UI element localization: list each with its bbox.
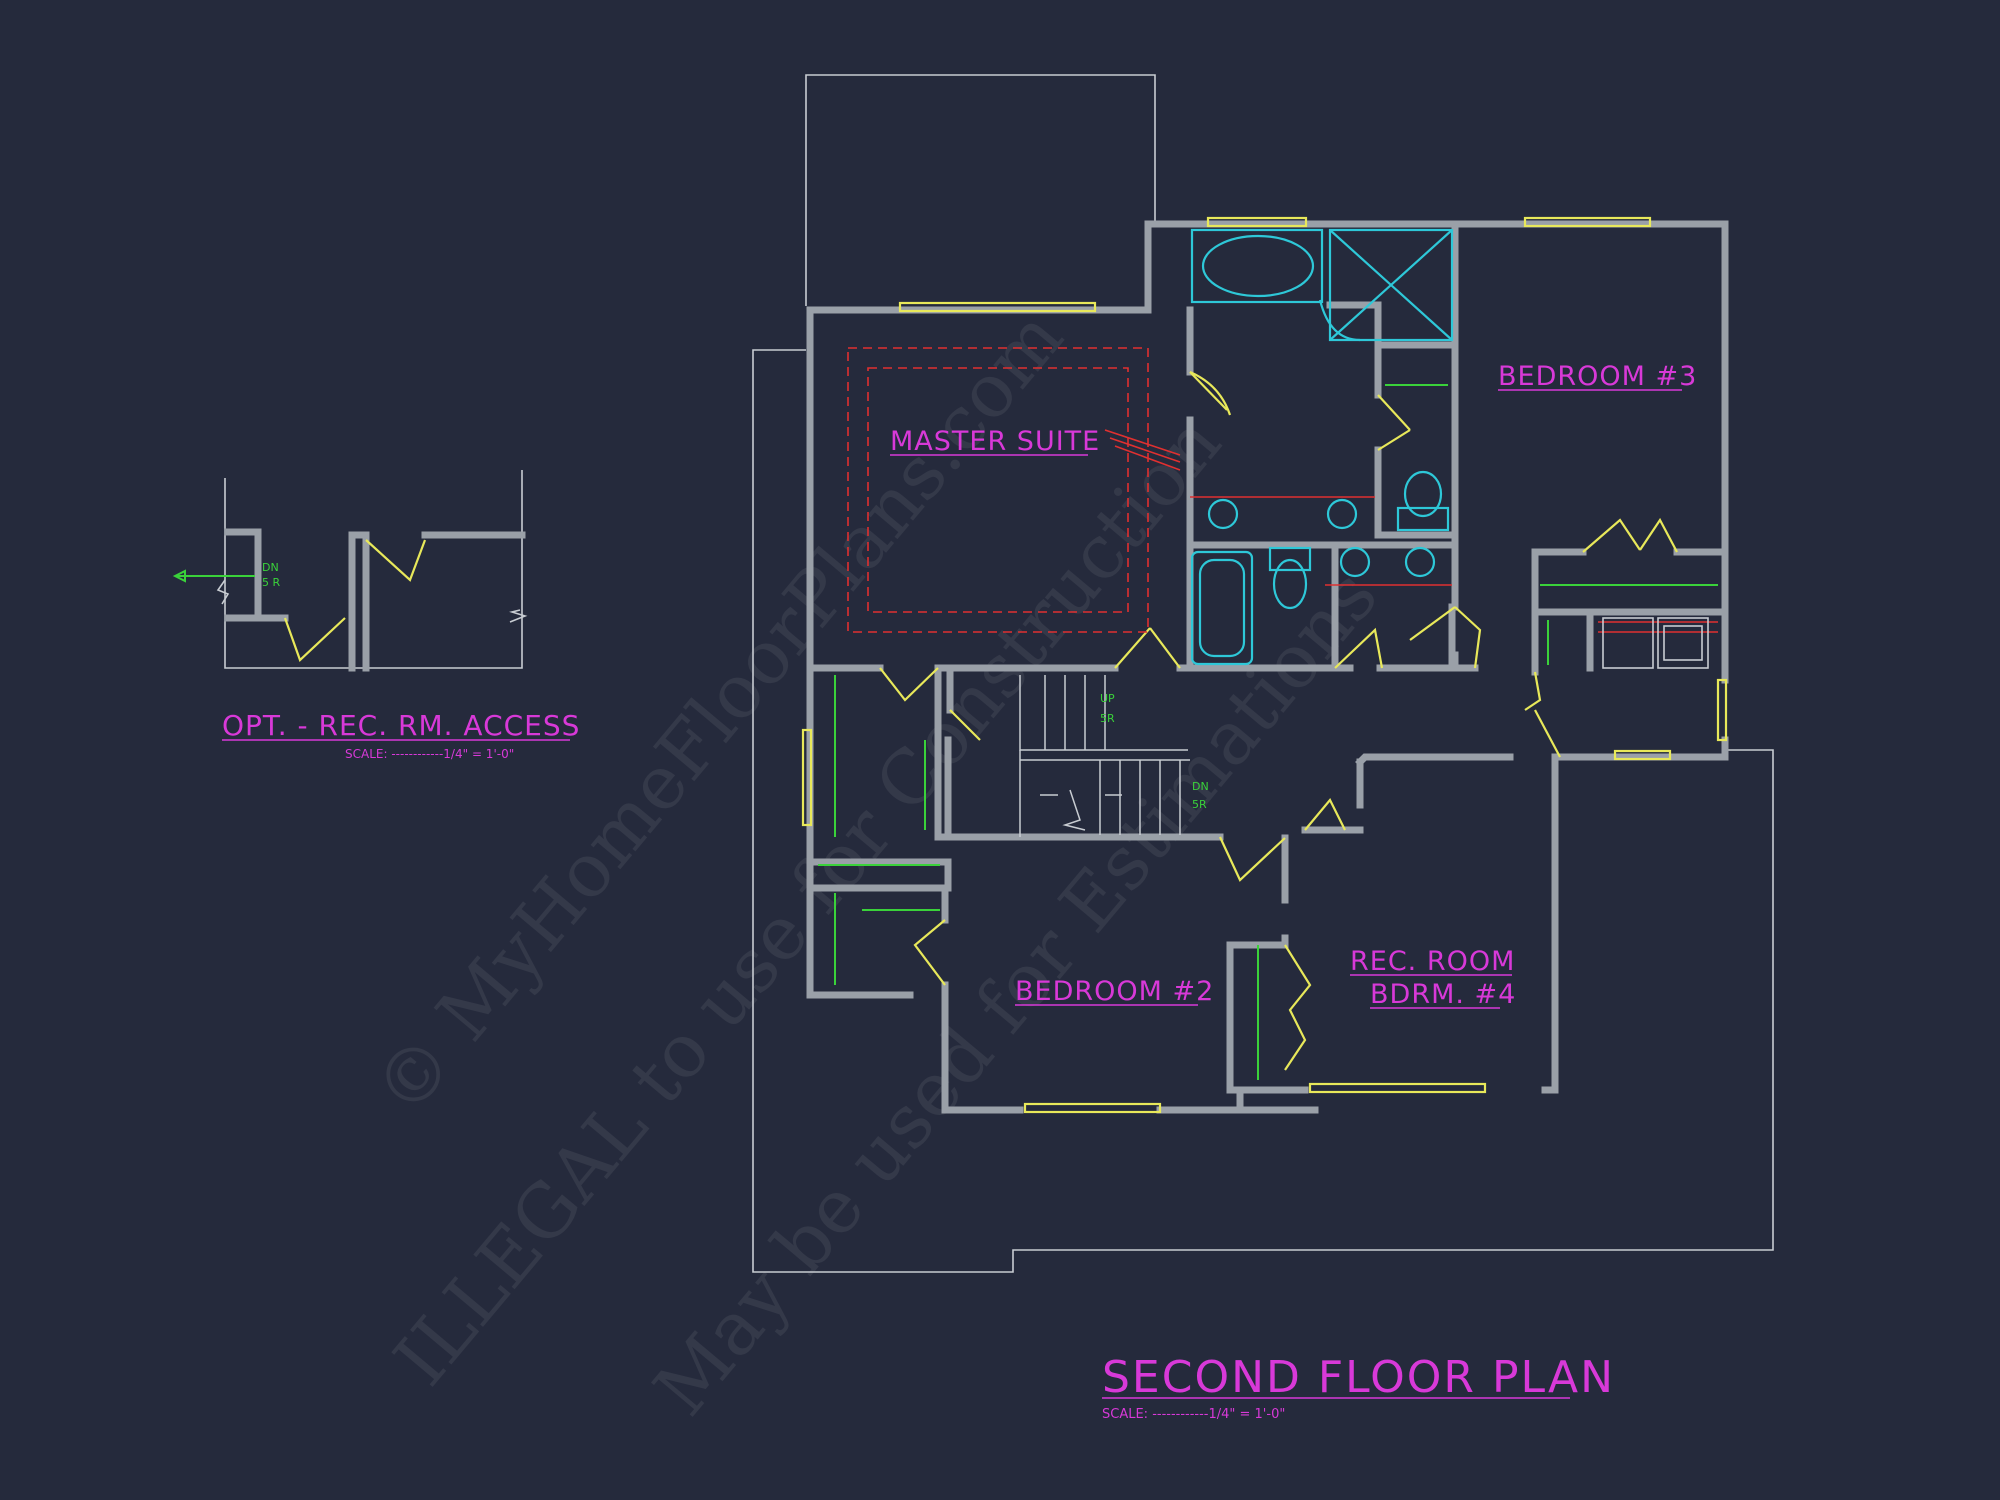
stair-down-risers: 5R — [1192, 798, 1207, 811]
room-label-bedroom-3: BEDROOM #3 — [1498, 361, 1697, 392]
stair-down-label: DN — [1192, 780, 1209, 793]
plan-title: SECOND FLOOR PLAN — [1102, 1352, 1615, 1403]
detail-risers-label: 5 R — [262, 576, 280, 589]
detail-dn-label: DN — [262, 561, 279, 574]
roof-outline — [752, 74, 1774, 1273]
room-labels: MASTER SUITE BEDROOM #3 BEDROOM #2 REC. … — [890, 361, 1697, 1010]
detail-scale: SCALE: ------------1/4" = 1'-0" — [345, 747, 514, 761]
stair-up-risers: 5R — [1100, 712, 1115, 725]
plan-title-block: SECOND FLOOR PLAN SCALE: ------------1/4… — [1102, 1352, 1615, 1422]
closet-shelves — [818, 384, 1718, 1080]
bath-fixtures — [1190, 228, 1709, 669]
stair-up-label: UP — [1100, 692, 1115, 705]
detail-title: OPT. - REC. RM. ACCESS — [222, 709, 580, 742]
stairs: UP 5R DN 5R — [1019, 675, 1209, 837]
windows — [801, 216, 1728, 1114]
opt-rec-room-access-detail: DN 5 R OPT. - REC. RM. ACCESS SCALE: ---… — [172, 470, 580, 761]
room-label-bedroom-2: BEDROOM #2 — [1015, 976, 1214, 1007]
room-label-bdrm-4: BDRM. #4 — [1370, 979, 1516, 1010]
room-label-rec-room: REC. ROOM — [1350, 946, 1515, 977]
walls — [806, 220, 1729, 1114]
room-label-master-suite: MASTER SUITE — [890, 426, 1100, 457]
plan-scale: SCALE: ------------1/4" = 1'-0" — [1102, 1407, 1285, 1422]
doors — [879, 370, 1678, 1071]
